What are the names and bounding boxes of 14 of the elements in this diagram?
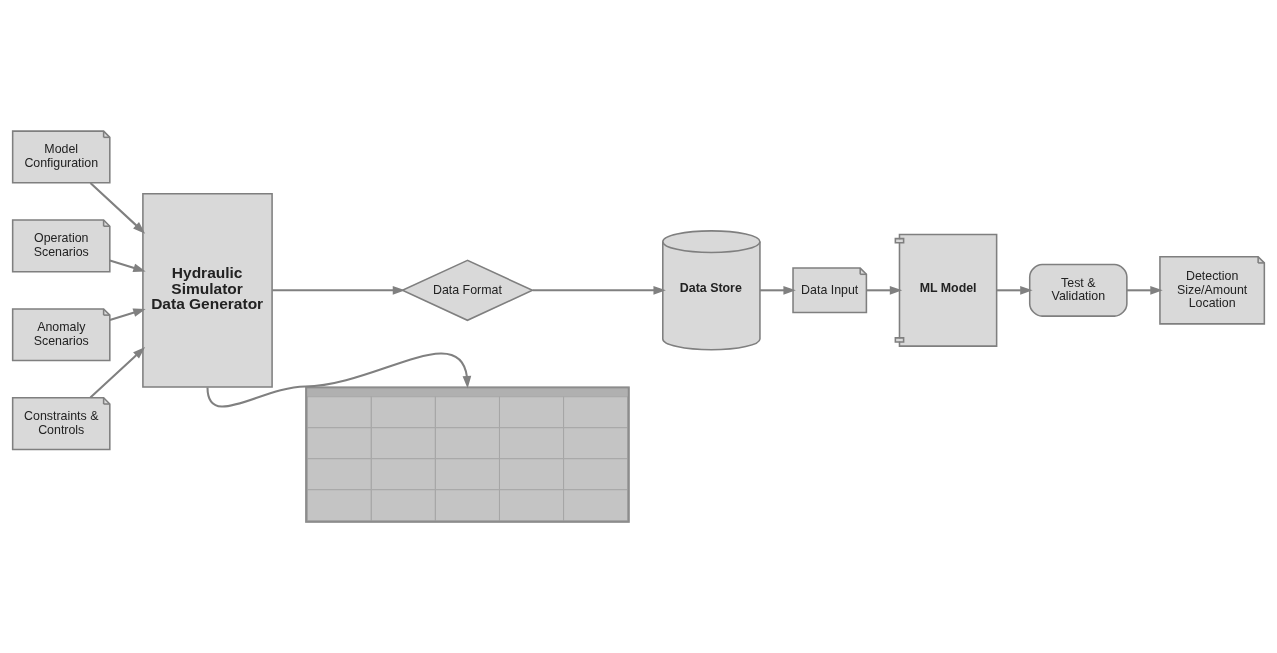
arrow (272, 285, 406, 295)
arrow (89, 181, 146, 234)
node-box: Hydraulic Simulator Data Generator (142, 192, 273, 388)
arrow (760, 285, 796, 295)
node-diamond: Data Format (400, 258, 535, 321)
node-box: Test & Validation (1028, 263, 1128, 317)
arrow (1126, 285, 1163, 295)
arrow (109, 259, 146, 272)
arrow (109, 308, 146, 321)
arrow (532, 285, 666, 295)
arrow (206, 352, 472, 408)
arrow (866, 285, 903, 295)
arrow (89, 346, 146, 398)
arrow (996, 285, 1033, 295)
